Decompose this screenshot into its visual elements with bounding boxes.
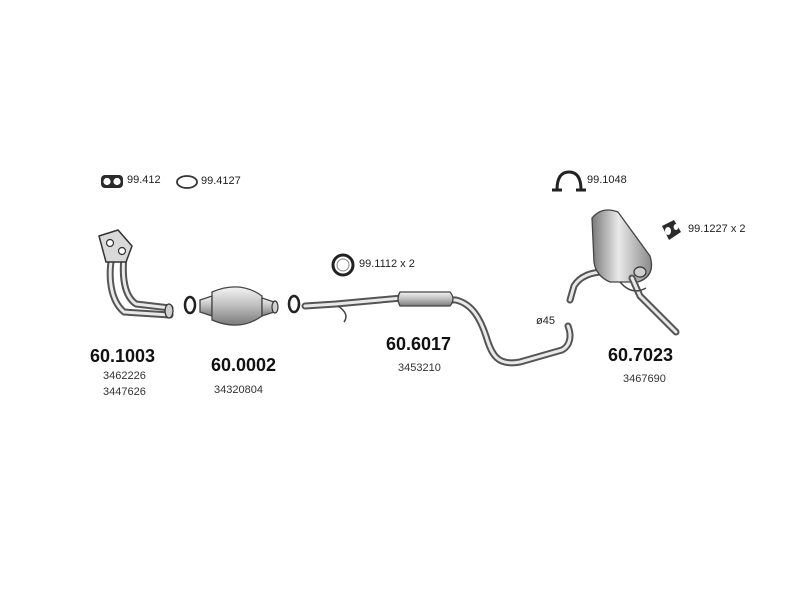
oem-number-3462226: 3462226 (103, 370, 146, 382)
catalytic-converter-part (199, 286, 279, 326)
front-pipe-part (98, 229, 174, 319)
part-number-600002: 60.0002 (211, 355, 277, 375)
gasket-double-icon (101, 175, 123, 188)
clamp-icon (552, 170, 586, 192)
oem-number-34320804: 34320804 (214, 384, 263, 396)
oem-number-3447626: 3447626 (103, 386, 146, 398)
fitting-label-99412: 99.412 (127, 174, 161, 186)
sealing-ring-icon (331, 253, 355, 277)
fitting-label-991048: 99.1048 (587, 174, 627, 186)
flange-gasket-icon-2 (287, 294, 301, 314)
oem-number-3467690: 3467690 (623, 373, 666, 385)
middle-pipe-part (301, 291, 574, 367)
oem-number-3453210: 3453210 (398, 362, 441, 374)
fitting-label-991112: 99.1112 x 2 (359, 258, 415, 270)
flange-gasket-icon (183, 295, 197, 315)
fitting-label-991227: 99.1227 x 2 (688, 223, 746, 235)
rubber-mount-icon (662, 220, 681, 240)
part-number-607023: 60.7023 (608, 345, 674, 365)
fitting-label-994127: 99.4127 (201, 175, 241, 187)
rear-silencer-part (566, 209, 680, 336)
diameter-annotation: ø45 (536, 315, 555, 327)
part-number-601003: 60.1003 (90, 346, 156, 366)
part-number-606017: 60.6017 (386, 334, 452, 354)
ring-gasket-icon (176, 175, 198, 189)
